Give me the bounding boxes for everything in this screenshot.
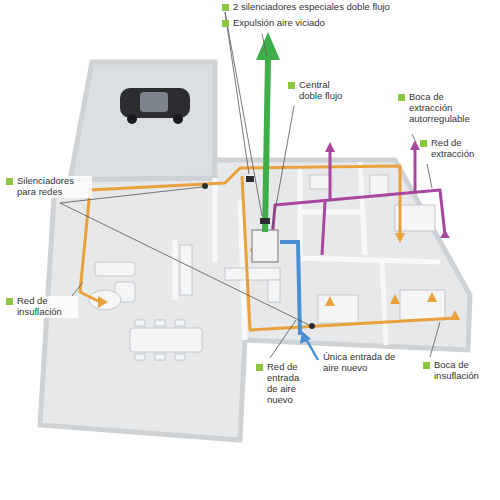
car bbox=[120, 88, 190, 124]
callout-label: Red de extracción bbox=[420, 138, 492, 160]
label-text: 2 silenciadores especiales doble flujo bbox=[232, 2, 391, 13]
exhaust-duct bbox=[265, 58, 268, 232]
label-text: Central doble flujo bbox=[298, 80, 352, 102]
callout-label: 2 silenciadores especiales doble flujo bbox=[222, 2, 452, 13]
bullet-square bbox=[6, 178, 13, 185]
label-text: Expulsión aire viciado bbox=[232, 18, 326, 29]
inlet-arrowhead bbox=[300, 331, 311, 344]
extraction-duct bbox=[272, 146, 445, 255]
label-text: Red de extracción bbox=[430, 138, 492, 160]
label-text: Única entrada de aire nuevo bbox=[322, 352, 404, 374]
bullet-square bbox=[398, 94, 405, 101]
exhaust-arrow bbox=[256, 32, 280, 60]
silencers bbox=[202, 176, 315, 329]
callout-label: Boca de insuflación bbox=[423, 360, 495, 382]
callout-label: Central doble flujo bbox=[288, 80, 352, 102]
label-text: Silenciadores para redes bbox=[16, 176, 92, 198]
leader-lines bbox=[60, 12, 440, 358]
bullet-square bbox=[222, 4, 229, 11]
callout-label: Silenciadores para redes bbox=[6, 176, 92, 198]
bullet-square bbox=[288, 82, 295, 89]
inlet-arrow bbox=[306, 339, 318, 360]
garage bbox=[70, 62, 215, 180]
bullet-square bbox=[6, 298, 13, 305]
callout-label: Red de insuflación bbox=[6, 296, 78, 318]
label-text: Boca de insuflación bbox=[433, 360, 495, 382]
bullet-square bbox=[420, 140, 427, 147]
supply-vents bbox=[98, 233, 460, 320]
house-floor bbox=[40, 160, 470, 440]
callout-label: Red de entrada de aire nuevo bbox=[256, 362, 312, 406]
callout-label: Expulsión aire viciado bbox=[222, 18, 382, 29]
label-text: Red de insuflación bbox=[16, 296, 78, 318]
central-unit bbox=[252, 230, 278, 262]
label-text: Boca de extracción autorregulable bbox=[408, 92, 484, 125]
bullet-square bbox=[423, 362, 430, 369]
bullet-square bbox=[222, 20, 229, 27]
label-text: Red de entrada de aire nuevo bbox=[266, 362, 312, 406]
callout-label: Boca de extracción autorregulable bbox=[398, 92, 484, 125]
callout-label: Única entrada de aire nuevo bbox=[322, 352, 404, 374]
bullet-square bbox=[256, 364, 263, 371]
fresh-air-duct bbox=[280, 242, 300, 335]
